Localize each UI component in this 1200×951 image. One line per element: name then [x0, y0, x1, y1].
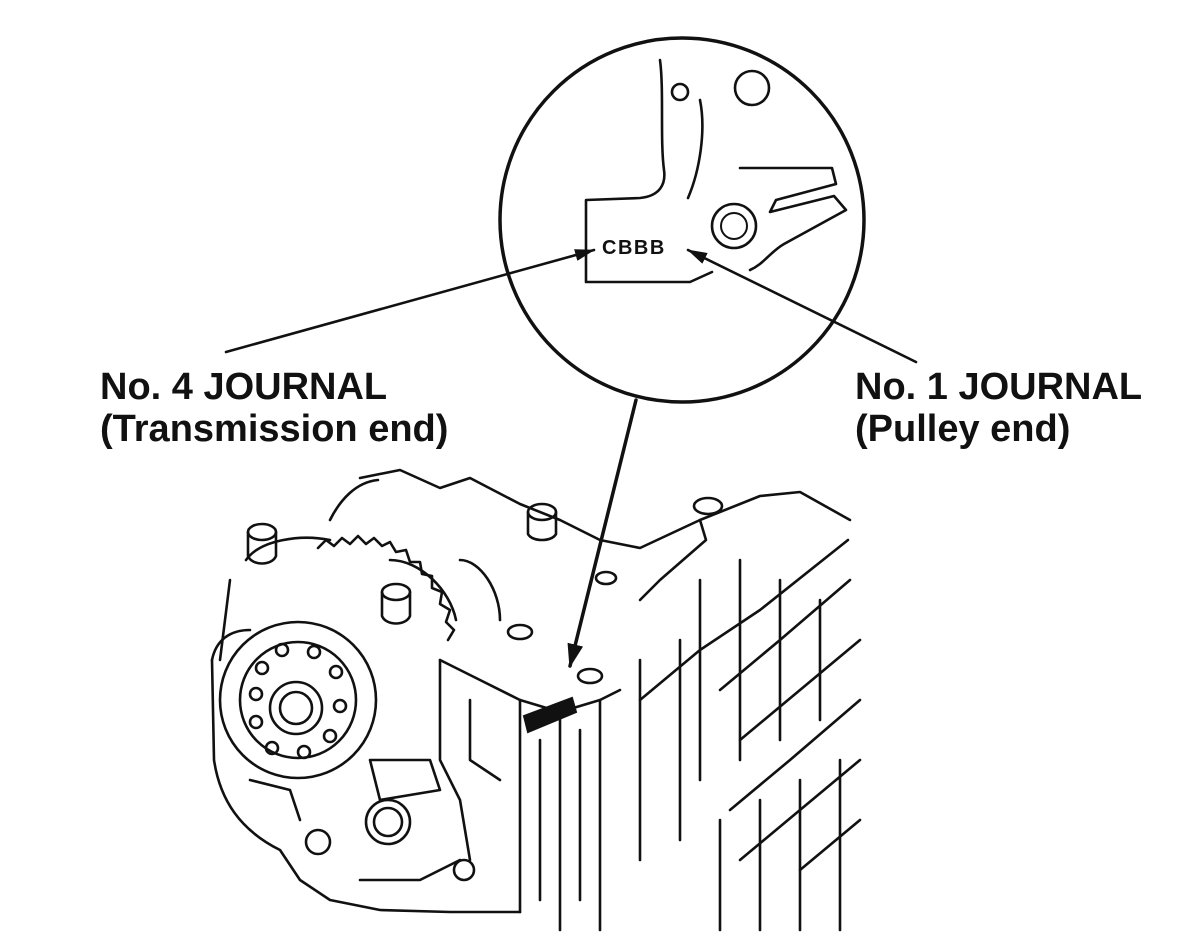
callout-no4-journal-title: No. 4 JOURNAL [100, 366, 388, 408]
stamp-location-pad [522, 696, 578, 734]
magnifier-pointer-arrow [567, 398, 638, 668]
detail-magnifier: CBBB [498, 36, 866, 404]
detail-bracket [738, 166, 848, 272]
callout-no4-journal-subtitle: (Transmission end) [100, 408, 449, 450]
detail-edge-line [584, 58, 714, 284]
detail-hole-small [670, 82, 690, 102]
callout-no1-journal: No. 1 JOURNAL (Pulley end) [855, 366, 1142, 450]
detail-bolt-inner [720, 212, 748, 240]
callout-no1-journal-title: No. 1 JOURNAL [855, 366, 1143, 408]
detail-bolt-outer [710, 202, 758, 250]
leader-arrow-no1-journal [686, 248, 918, 364]
callout-no4-journal: No. 4 JOURNAL (Transmission end) [100, 366, 448, 450]
callout-no1-journal-subtitle: (Pulley end) [855, 408, 1071, 450]
stamp-code: CBBB [602, 237, 666, 259]
leader-arrow-no4-journal [224, 248, 596, 354]
magnifier-circle [498, 36, 866, 404]
engine-block [210, 468, 862, 932]
detail-edge-line [686, 98, 704, 200]
detail-hole-medium [733, 69, 771, 107]
